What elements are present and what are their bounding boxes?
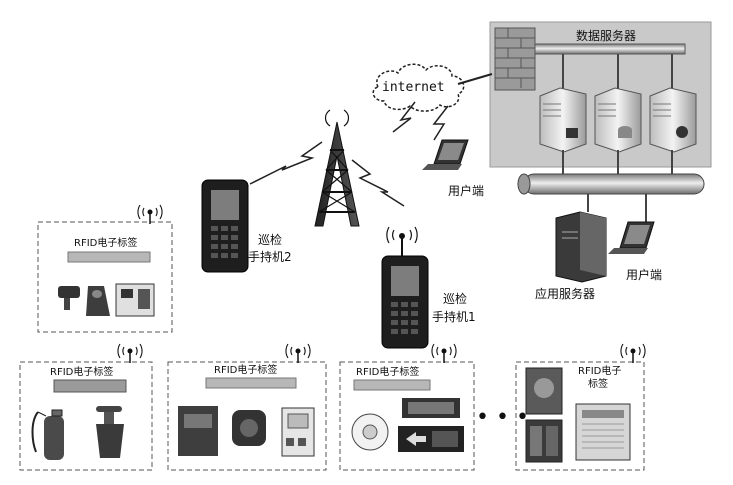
equipment-cabinet-icon xyxy=(525,419,563,463)
handheld-2-label-line2: 手持机2 xyxy=(248,249,292,264)
tag-group-cabinets: RFID电子 标签 xyxy=(515,343,646,471)
tag-group-fire-equipment: RFID电子标签 xyxy=(19,343,153,471)
rfid-tag-strip xyxy=(53,379,127,393)
web-server-icon xyxy=(649,87,697,153)
wireless-link-handheld-2 xyxy=(249,141,323,185)
rfid-tag-strip xyxy=(67,251,151,263)
handheld-1-label-line1: 巡检 xyxy=(443,291,467,306)
rfid-tag-strip xyxy=(353,379,431,391)
fire-hydrant-valve-icon xyxy=(96,406,124,458)
data-bus-pipe xyxy=(534,43,686,55)
tag-group-label: RFID电子标签 xyxy=(74,236,137,249)
fingerprint-reader-icon xyxy=(86,286,110,316)
fire-extinguisher-icon xyxy=(31,409,64,460)
tag-group-label: RFID电子标签 xyxy=(214,363,277,376)
handheld-2-label-line1: 巡检 xyxy=(258,232,282,247)
wireless-link-laptop xyxy=(432,105,449,141)
data-server-label: 数据服务器 xyxy=(576,28,636,43)
tag-group-label-line2: 标签 xyxy=(588,377,608,390)
antenna-icon xyxy=(117,343,143,363)
antenna-icon xyxy=(137,204,163,224)
distribution-box-icon xyxy=(575,403,631,461)
tag-group-detectors-signs: RFID电子标签 xyxy=(339,343,475,471)
app-server-icon xyxy=(555,211,607,283)
emergency-sign-icon xyxy=(402,398,460,418)
user-terminal-label-1: 用户端 xyxy=(448,183,484,198)
smoke-detector-icon xyxy=(351,413,389,451)
internet-label: internet xyxy=(382,80,445,95)
server-tower-icon xyxy=(539,87,587,153)
database-server-icon xyxy=(594,87,642,153)
tag-group-label: RFID电子标签 xyxy=(356,365,419,378)
wireless-link-handheld-1 xyxy=(351,159,405,207)
antenna-icon xyxy=(431,343,457,363)
tag-group-access-control: RFID电子标签 xyxy=(37,204,173,333)
wireless-link-internet xyxy=(392,101,416,133)
user-terminal-label-2: 用户端 xyxy=(626,267,662,282)
app-server-label: 应用服务器 xyxy=(535,286,595,301)
cctv-camera-icon xyxy=(58,286,80,310)
control-panel-icon xyxy=(178,406,218,456)
tag-group-label: RFID电子标签 xyxy=(50,365,113,378)
rfid-tag-strip xyxy=(205,377,297,389)
antenna-icon xyxy=(620,343,646,363)
tag-group-alarm-panels: RFID电子标签 xyxy=(167,343,327,471)
alarm-bell-icon xyxy=(232,410,266,446)
radio-tower-icon xyxy=(314,109,360,227)
laptop-icon xyxy=(608,221,655,254)
laptop-icon xyxy=(422,139,469,170)
access-keypad-icon xyxy=(115,283,155,317)
internet-uplink xyxy=(457,73,493,85)
internet-cloud-icon xyxy=(372,63,465,112)
handheld-terminal-1 xyxy=(381,226,429,349)
hydrant-cabinet-icon xyxy=(525,367,563,415)
handheld-1-label-line2: 手持机1 xyxy=(432,309,476,324)
handheld-terminal-2 xyxy=(201,179,249,273)
lan-backbone-pipe xyxy=(517,173,705,195)
antenna-icon xyxy=(285,343,311,363)
manual-call-point-icon xyxy=(281,407,315,457)
data-server-panel: 数据服务器 xyxy=(489,21,712,176)
firewall-icon xyxy=(494,27,536,91)
tag-group-label-line1: RFID电子 xyxy=(578,364,621,377)
exit-sign-icon xyxy=(398,426,464,452)
more-groups-ellipsis: • • • xyxy=(476,405,529,430)
